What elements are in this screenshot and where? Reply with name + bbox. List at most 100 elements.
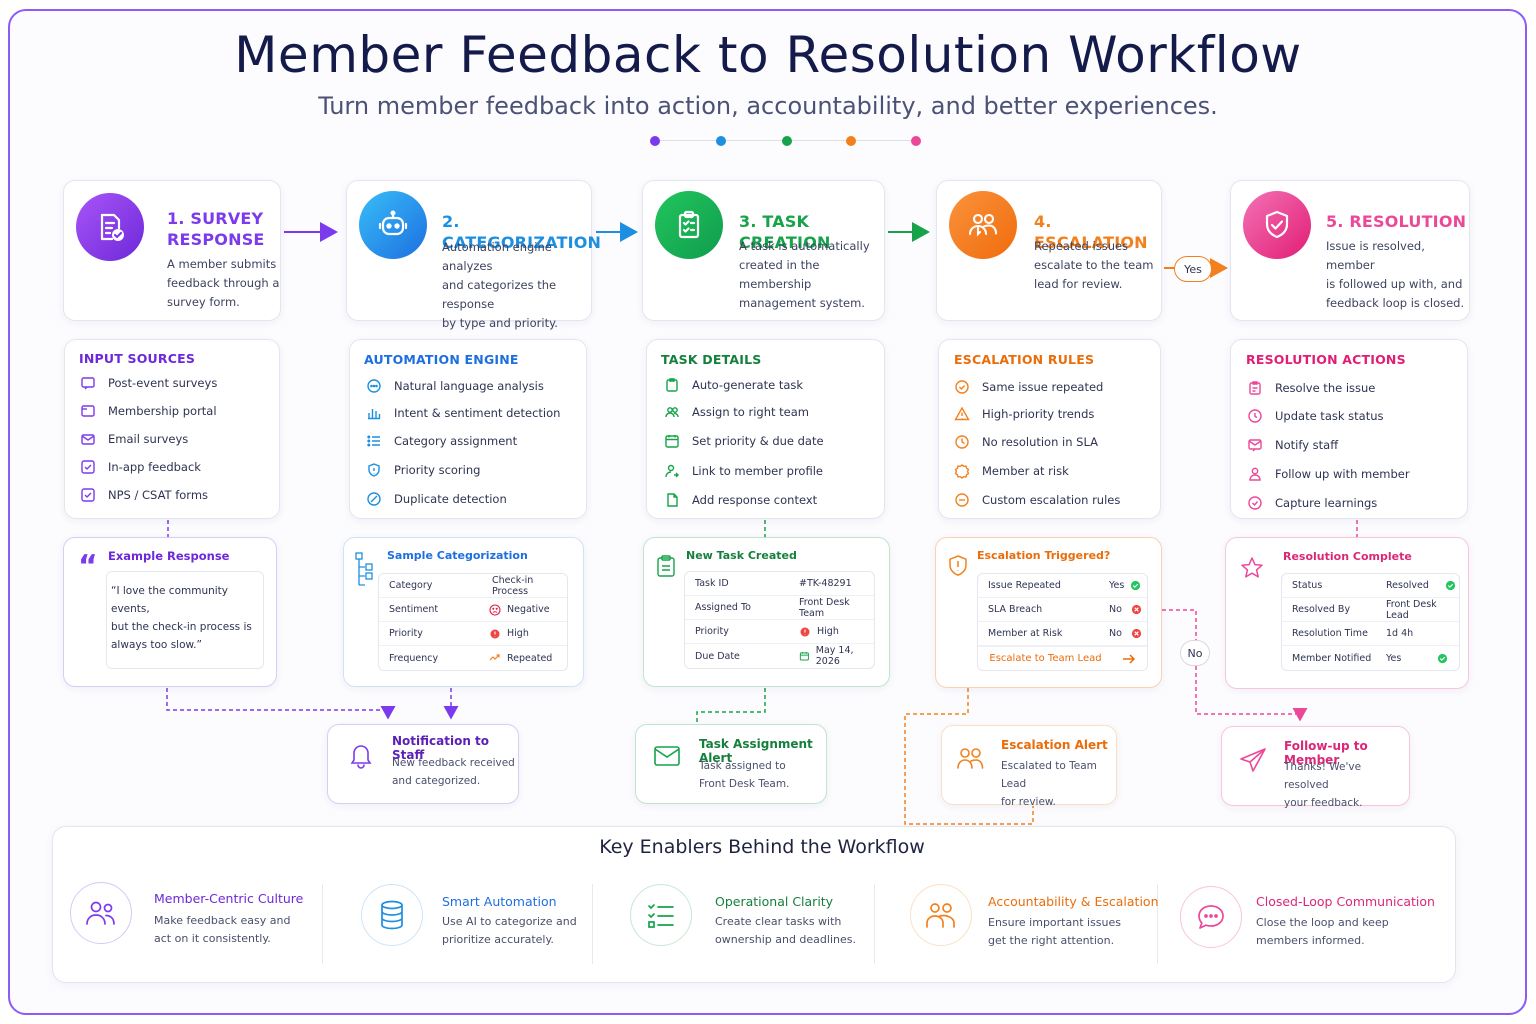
enabler-title: Accountability & Escalation — [988, 894, 1159, 909]
star-icon — [1241, 557, 1263, 578]
list-item: NPS / CSAT forms — [80, 487, 208, 503]
step-title-line2: RESPONSE — [167, 230, 265, 249]
list-item: Notify staff — [1247, 437, 1338, 453]
quote-icon: “ — [78, 549, 98, 584]
list-item: In-app feedback — [80, 459, 201, 475]
list-item: Assign to right team — [664, 404, 809, 420]
team-icon — [910, 884, 972, 946]
email-icon — [81, 434, 95, 445]
priority-dot-icon — [490, 629, 500, 638]
priority-dot-icon — [800, 627, 810, 636]
check-icon — [1445, 580, 1456, 591]
list-item: No resolution in SLA — [954, 434, 1098, 450]
hierarchy-icon — [355, 552, 373, 586]
cross-icon — [1131, 628, 1142, 639]
section-title: INPUT SOURCES — [79, 351, 196, 366]
settings-icon — [955, 493, 969, 507]
chat-icon — [367, 379, 381, 393]
message-icon — [1248, 439, 1262, 452]
notification-to-staff-card: Notification to Staff New feedback recei… — [327, 724, 519, 804]
alert-title: Task Assignment Alert — [699, 737, 813, 765]
quote-text: “I love the community events,but the che… — [111, 585, 252, 651]
alert-title: Follow-up to Member — [1284, 739, 1368, 767]
step-title: 4. ESCALATION — [1034, 212, 1148, 252]
calendar-icon — [799, 651, 809, 661]
step-title: 5. RESOLUTION — [1326, 212, 1467, 231]
escalate-action[interactable]: Escalate to Team Lead — [978, 646, 1147, 670]
list-item: Natural language analysis — [366, 378, 544, 394]
list-item: Resolve the issue — [1247, 380, 1375, 396]
page-title: Member Feedback to Resolution Workflow — [234, 26, 1302, 84]
sad-face-icon — [489, 603, 501, 616]
checkbox-icon — [81, 488, 95, 502]
checklist-icon — [630, 884, 692, 946]
step-card-categorization: 2. CATEGORIZATION Automation engine anal… — [346, 180, 601, 330]
page-subtitle: Turn member feedback into action, accoun… — [318, 92, 1218, 120]
clipboard-icon — [1249, 381, 1261, 395]
task-title: New Task Created — [686, 549, 797, 562]
decision-yes-pill: Yes — [1174, 256, 1212, 282]
list-item: Follow up with member — [1247, 466, 1410, 482]
list-item: Membership portal — [80, 403, 217, 419]
list-item: Add response context — [664, 492, 817, 508]
progress-dots — [646, 134, 922, 148]
list-item: Priority scoring — [366, 462, 480, 478]
dot-pink — [911, 136, 921, 146]
clipboard-icon — [657, 555, 675, 577]
new-task-card: New Task Created Task ID#TK-48291 Assign… — [643, 537, 890, 687]
list-item: Intent & sentiment detection — [366, 405, 560, 421]
shield-check-icon — [1243, 191, 1311, 259]
step-card-task-creation: 3. TASK CREATION A task is automatically… — [642, 180, 885, 321]
list-item: Post-event surveys — [80, 375, 217, 391]
table-row: Task ID#TK-48291 — [685, 572, 874, 596]
enabler-title: Member-Centric Culture — [154, 891, 304, 906]
decision-yes-label: Yes — [1184, 262, 1202, 276]
check-icon — [1131, 580, 1141, 591]
survey-form-icon — [76, 193, 144, 261]
decision-no-pill: No — [1180, 640, 1210, 666]
chat-icon — [1180, 886, 1242, 948]
section-automation-engine: AUTOMATION ENGINE Natural language analy… — [349, 339, 587, 519]
list-item: Capture learnings — [1247, 495, 1377, 511]
people-icon — [957, 748, 984, 769]
section-title: ESCALATION RULES — [954, 352, 1095, 367]
cross-icon — [1131, 604, 1142, 615]
list-icon — [367, 435, 380, 447]
resolution-title: Resolution Complete — [1283, 550, 1412, 563]
people-icon — [70, 882, 132, 944]
section-resolution-actions: RESOLUTION ACTIONS Resolve the issue Upd… — [1230, 339, 1468, 519]
clock-icon — [955, 435, 969, 449]
step-title-line1: 1. SURVEY — [167, 209, 264, 228]
bell-icon — [350, 745, 372, 769]
mail-icon — [654, 746, 680, 766]
calendar-icon — [665, 435, 679, 448]
example-title: Example Response — [108, 549, 230, 563]
list-item: Link to member profile — [664, 463, 823, 479]
portal-icon — [81, 405, 95, 417]
check-circle-icon — [955, 380, 969, 394]
send-icon — [1240, 748, 1266, 772]
